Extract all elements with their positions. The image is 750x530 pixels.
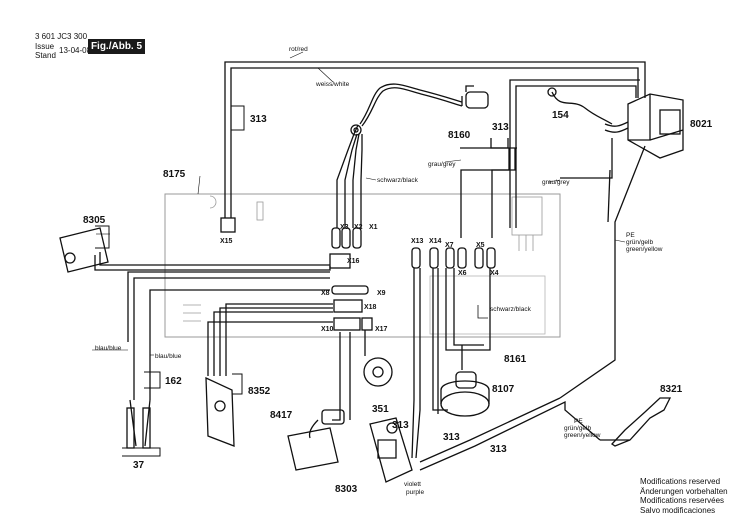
- grey-wire-2: [509, 79, 640, 228]
- label-grey-2: grau/grey: [542, 179, 570, 186]
- label-pe-1-color: grün/gelb: [626, 239, 653, 246]
- issue-label-en: Issue: [35, 42, 55, 51]
- label-pe-2: PE: [574, 418, 583, 425]
- doc-number: 3 601 JC3 300: [35, 32, 88, 41]
- modifications-note: Modifications reserved Änderungen vorbeh…: [640, 477, 728, 515]
- connector-x15: X15: [220, 238, 233, 245]
- connector-x16: X16: [347, 258, 360, 265]
- connector-x5: X5: [476, 242, 485, 249]
- figure-label: Fig./Abb. 5: [88, 39, 145, 54]
- connector-x13: X13: [411, 238, 424, 245]
- ref-8107: 8107: [492, 384, 515, 395]
- label-pe-2-color: grün/gelb: [564, 425, 591, 432]
- label-blue-2: blau/blue: [155, 353, 182, 360]
- connector-x18: X18: [364, 304, 377, 311]
- ref-313-d: 313: [443, 432, 460, 443]
- ref-8321: 8321: [660, 384, 683, 395]
- issue-date: 13-04-08: [59, 46, 92, 55]
- label-purple: purple: [406, 489, 424, 496]
- connector-x9: X9: [377, 290, 386, 297]
- connector-x4: X4: [490, 270, 499, 277]
- label-pe-2-color-en: green/yellow: [564, 432, 601, 439]
- label-red: rot/red: [289, 46, 308, 53]
- ref-8160: 8160: [448, 130, 471, 141]
- label-blue-1: blau/blue: [95, 345, 122, 352]
- modifications-line-3: Modifications reservées: [640, 496, 725, 505]
- label-pe-1: PE: [626, 232, 635, 239]
- ref-162: 162: [165, 376, 182, 387]
- label-violet: violett: [404, 481, 421, 488]
- white-wire: [230, 67, 639, 218]
- issue-label-de: Stand: [35, 51, 56, 60]
- ref-8175: 8175: [163, 169, 186, 180]
- ref-8303: 8303: [335, 484, 358, 495]
- ref-313-b: 313: [492, 122, 509, 133]
- modifications-line-2: Änderungen vorbehalten: [640, 486, 728, 496]
- connector-x14: X14: [429, 238, 442, 245]
- connector-x2: X2: [354, 224, 363, 231]
- ref-313-a: 313: [250, 114, 267, 125]
- modifications-line-4: Salvo modificaciones: [640, 505, 716, 515]
- ref-37: 37: [133, 460, 145, 471]
- ref-313-e: 313: [490, 444, 507, 455]
- board-inner-outline: [429, 275, 546, 335]
- ref-313-c: 313: [392, 420, 409, 431]
- label-pe-1-color-en: green/yellow: [626, 246, 663, 253]
- connector-x17: X17: [375, 326, 388, 333]
- ref-154: 154: [552, 110, 569, 121]
- ref-8352: 8352: [248, 386, 271, 397]
- modifications-line-1: Modifications reserved: [640, 477, 721, 486]
- red-wire: [224, 61, 646, 218]
- connector-x8: X8: [321, 290, 330, 297]
- ref-8417: 8417: [270, 410, 293, 421]
- connector-x6: X6: [458, 270, 467, 277]
- connector-x1: X1: [369, 224, 378, 231]
- ref-8161: 8161: [504, 354, 527, 365]
- grey-wire-1: [460, 148, 510, 238]
- ref-351: 351: [372, 404, 389, 415]
- connector-x3: X3: [340, 224, 349, 231]
- ref-8305: 8305: [83, 215, 106, 226]
- label-white: weiss/white: [315, 81, 350, 88]
- connector-x7: X7: [445, 242, 454, 249]
- connector-x10: X10: [321, 326, 334, 333]
- board-relay-outline: [511, 196, 543, 236]
- ref-8021: 8021: [690, 119, 713, 130]
- label-grey-1: grau/grey: [428, 161, 456, 168]
- label-black-2: schwarz/black: [490, 306, 532, 313]
- label-black-1: schwarz/black: [377, 177, 419, 184]
